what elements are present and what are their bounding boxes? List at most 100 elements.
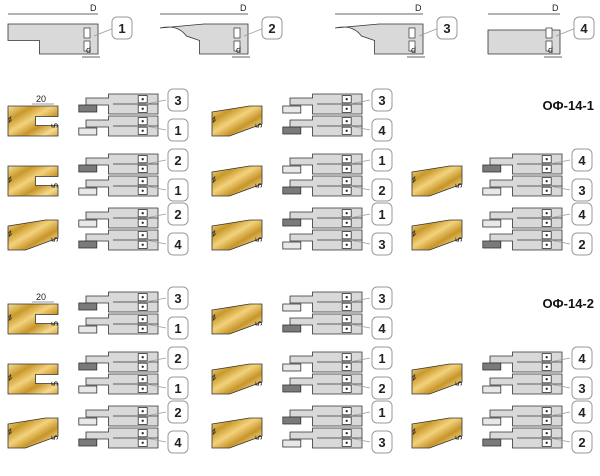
leader-line xyxy=(145,239,167,245)
badge-number: 1 xyxy=(378,405,385,420)
badge-number: 3 xyxy=(174,93,181,108)
workpiece xyxy=(7,219,59,251)
legend-cutter-2: Dd2 xyxy=(159,3,283,58)
cutter-tooth xyxy=(482,385,502,394)
leader-line xyxy=(349,323,371,329)
cutter-profile xyxy=(282,93,363,115)
badge-frame xyxy=(371,400,393,424)
workpiece-shape xyxy=(211,105,263,137)
badge-number: 4 xyxy=(174,237,182,252)
screw-dot xyxy=(141,129,144,132)
step-dimension: 5 xyxy=(254,435,264,440)
badge-number: 1 xyxy=(174,123,181,138)
badge-number: 2 xyxy=(174,207,181,222)
screw-dot xyxy=(545,378,548,381)
badge-frame xyxy=(371,148,393,172)
cutter-tooth xyxy=(482,164,502,173)
cutter-badge-bottom: 3 xyxy=(371,232,393,256)
screw-dot xyxy=(345,419,348,422)
workpiece-shape xyxy=(211,219,263,251)
legend-profile xyxy=(487,29,561,55)
cutter-tooth xyxy=(78,187,98,196)
cutter-badge-top: 4 xyxy=(571,346,593,370)
cutter-profile xyxy=(78,93,159,115)
screw-dot xyxy=(545,419,548,422)
width-dimension: 20 xyxy=(36,94,46,104)
badge-frame xyxy=(371,376,393,400)
badge-frame xyxy=(573,16,595,40)
legend-badge-1: 1 xyxy=(111,16,133,40)
workpiece-shape xyxy=(211,363,263,395)
break-mark xyxy=(7,374,13,381)
knife-upper xyxy=(408,27,416,39)
cutter-profile xyxy=(282,153,363,175)
leader-line xyxy=(549,239,571,245)
workpiece xyxy=(211,219,263,251)
cutter-tooth xyxy=(282,303,302,312)
cutter-profile xyxy=(78,291,159,313)
cutter-tooth xyxy=(78,302,98,311)
workpiece-shape xyxy=(211,417,263,449)
screw-dot xyxy=(141,387,144,390)
workpiece xyxy=(7,105,59,137)
leader-line xyxy=(93,27,115,37)
screw-dot xyxy=(141,378,144,381)
screw-dot xyxy=(545,221,548,224)
badge-frame xyxy=(571,376,593,400)
badge-number: 3 xyxy=(578,183,585,198)
screw-dot xyxy=(345,180,348,183)
screw-dot xyxy=(141,221,144,224)
cutter-badge-bottom: 1 xyxy=(167,376,189,400)
badge-frame xyxy=(436,16,458,40)
badge-number: 4 xyxy=(378,321,386,336)
badge-number: 1 xyxy=(174,321,181,336)
screw-dot xyxy=(345,327,348,330)
badge-frame xyxy=(371,346,393,370)
screw-dot xyxy=(345,305,348,308)
badge-number: 4 xyxy=(174,435,182,450)
badge-frame xyxy=(167,118,189,142)
step-dimension: 5 xyxy=(454,435,464,440)
cutter-profile xyxy=(282,351,363,373)
dimension-label-small-d: d xyxy=(548,45,553,55)
cutter-tooth xyxy=(78,417,98,426)
cutter-badge-top: 4 xyxy=(571,202,593,226)
workpiece-shape xyxy=(411,219,463,251)
screw-dot xyxy=(141,365,144,368)
profile-combination: 512 xyxy=(211,346,393,400)
workpiece-shape xyxy=(411,165,463,197)
cutter-badge-top: 2 xyxy=(167,202,189,226)
badge-number: 4 xyxy=(578,351,586,366)
screw-dot xyxy=(545,410,548,413)
screw-dot xyxy=(545,356,548,359)
screw-dot xyxy=(545,387,548,390)
step-dimension: 5 xyxy=(254,183,264,188)
cutter-badge-top: 2 xyxy=(167,346,189,370)
screw-dot xyxy=(345,212,348,215)
break-mark xyxy=(211,116,217,123)
leader-line xyxy=(243,27,265,37)
cutter-profile xyxy=(282,291,363,313)
badge-number: 2 xyxy=(578,435,585,450)
badge-number: 4 xyxy=(580,21,588,36)
leader-line xyxy=(349,213,371,219)
break-mark xyxy=(7,116,13,123)
cutter-tooth xyxy=(78,362,98,371)
cutter-tooth xyxy=(482,438,502,447)
break-mark xyxy=(411,428,417,435)
step-dimension: 5 xyxy=(254,381,264,386)
badge-number: 3 xyxy=(443,21,450,36)
step-dimension: 5 xyxy=(254,237,264,242)
cutter-badge-top: 3 xyxy=(371,88,393,112)
profile-combination: 534 xyxy=(211,88,393,142)
screw-dot xyxy=(545,365,548,368)
leader-line xyxy=(145,411,167,417)
screw-dot xyxy=(345,234,348,237)
badge-frame xyxy=(167,202,189,226)
badge-number: 3 xyxy=(378,291,385,306)
knife-lower xyxy=(408,40,416,52)
badge-frame xyxy=(371,202,393,226)
badge-frame xyxy=(167,286,189,310)
cutter-tooth xyxy=(282,363,302,372)
